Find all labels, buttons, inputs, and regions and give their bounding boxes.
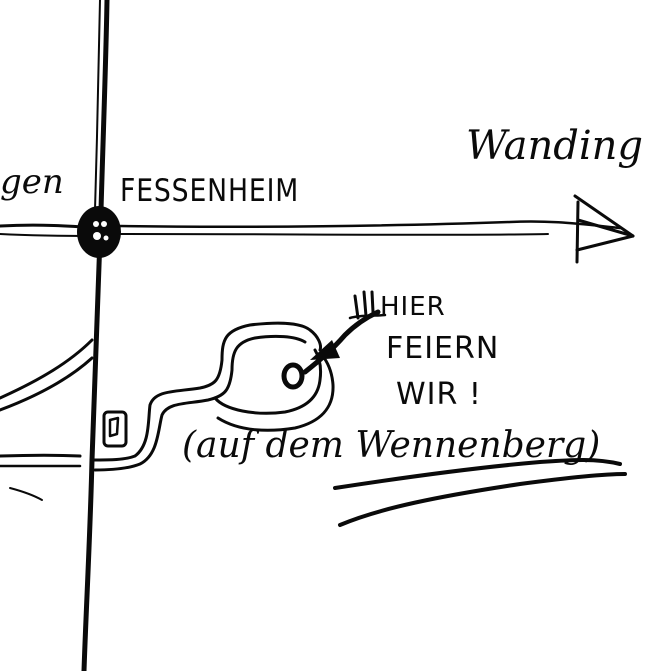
destination-label-line1: HIER [380, 292, 446, 322]
underline-strokes [333, 458, 627, 527]
destination-label-line2: FEIERN [386, 331, 500, 366]
diagonal-road-left [0, 338, 94, 412]
fessenheim-junction-icon [77, 206, 121, 258]
town-label-fessenheim: FESSENHEIM [120, 173, 300, 209]
direction-arrow-right-icon [573, 194, 635, 264]
vertical-main-road [81, 0, 110, 671]
side-road-lower [0, 453, 82, 501]
left-town-fragment-label: gen [0, 162, 64, 202]
building-marker-icon [102, 410, 128, 448]
winding-path-to-hill [90, 321, 335, 472]
party-location-dot-icon [281, 362, 305, 390]
destination-label-line3: WIR ! [396, 377, 482, 412]
pointer-arrow-icon [302, 290, 387, 375]
direction-label-wanding: Wanding [466, 123, 644, 169]
destination-note-label: (auf dem Wennenberg) [182, 425, 601, 466]
